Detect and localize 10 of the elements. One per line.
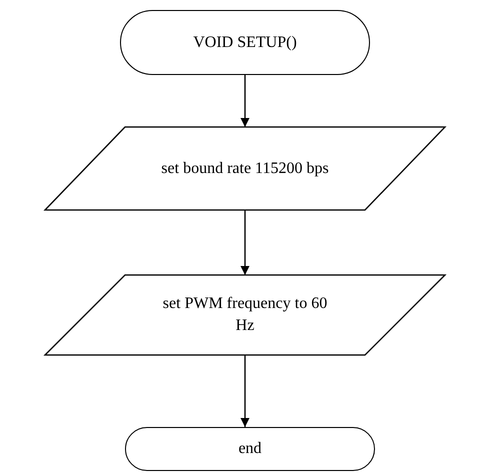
- node-text: end: [238, 439, 262, 460]
- arrow: [240, 355, 250, 427]
- arrow: [240, 75, 250, 127]
- node-text: VOID SETUP(): [193, 32, 297, 53]
- input-output-parallelogram: [45, 275, 445, 355]
- node-text: set PWM frequency to 60 Hz: [162, 294, 328, 336]
- arrow: [240, 210, 250, 275]
- node-text: set bound rate 115200 bps: [161, 158, 329, 179]
- input-output-parallelogram: [45, 127, 445, 210]
- terminal-shape: [125, 427, 375, 471]
